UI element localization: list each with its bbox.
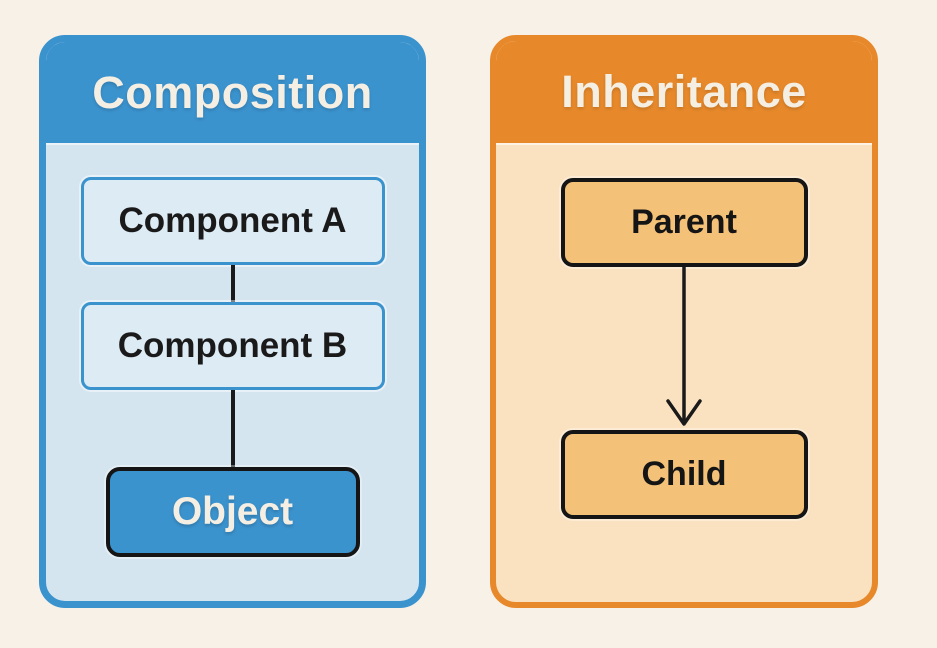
node-object: Object: [105, 467, 360, 557]
inheritance-title: Inheritance: [561, 66, 807, 117]
node-child-label: Child: [641, 455, 727, 493]
arrow-parent-child: [662, 267, 706, 430]
composition-title: Composition: [92, 66, 373, 118]
node-component-b: Component B: [80, 302, 385, 390]
connector-b-object: [230, 390, 235, 467]
node-component-a: Component A: [80, 177, 385, 265]
node-object-label: Object: [171, 490, 294, 533]
composition-header: Composition: [46, 42, 419, 143]
node-component-a-label: Component A: [118, 201, 347, 240]
down-arrow-icon: [666, 267, 702, 426]
node-component-b-label: Component B: [117, 326, 348, 365]
node-child: Child: [560, 430, 808, 519]
inheritance-body: Parent Child: [496, 143, 872, 602]
composition-panel: Composition Component A Component B Obje…: [39, 35, 426, 608]
node-parent: Parent: [560, 178, 808, 267]
inheritance-header: Inheritance: [496, 41, 872, 143]
composition-body: Component A Component B Object: [46, 143, 419, 601]
connector-a-b: [230, 265, 235, 302]
inheritance-panel: Inheritance Parent Child: [490, 35, 878, 608]
node-parent-label: Parent: [631, 203, 737, 241]
